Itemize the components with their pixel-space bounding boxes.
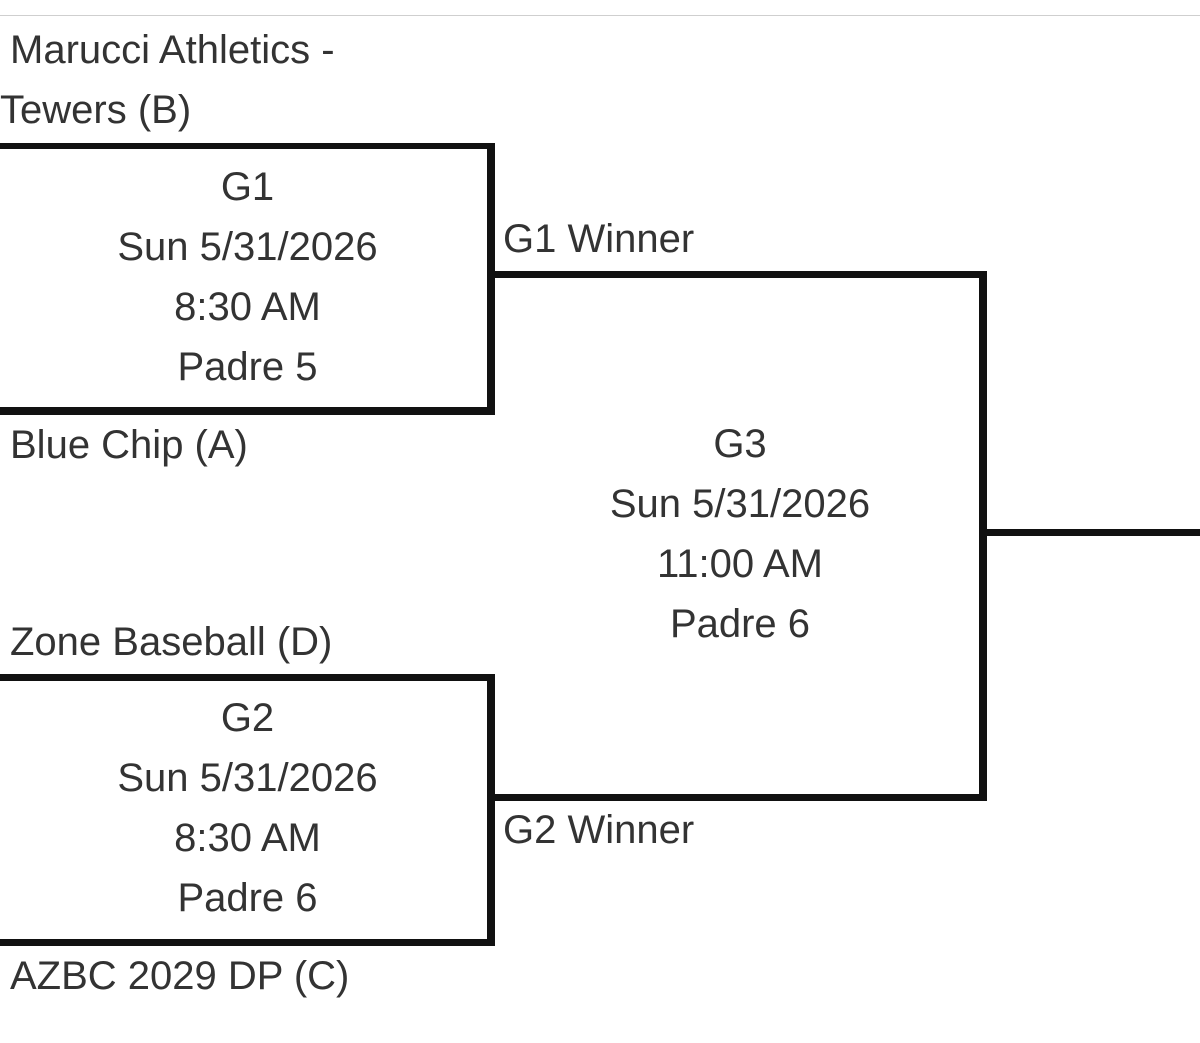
g3-game-info: G3 Sun 5/31/2026 11:00 AM Padre 6 — [540, 414, 940, 654]
g1-game-time: 8:30 AM — [174, 285, 321, 329]
g3-game-time: 11:00 AM — [656, 542, 824, 586]
team-label-d: Zone Baseball (D) — [10, 620, 333, 664]
g1-top-line — [0, 143, 495, 149]
g3-top-line — [487, 271, 987, 278]
g2-bottom-line — [0, 939, 495, 946]
team-label-b-line2: Tewers (B) — [0, 88, 192, 132]
g2-top-line — [0, 674, 495, 681]
g1-bottom-line — [0, 407, 495, 415]
team-label-a: Blue Chip (A) — [10, 423, 248, 467]
g2-game-id: G2 — [220, 696, 275, 740]
g3-game-id: G3 — [713, 422, 767, 466]
g1-right-line — [487, 143, 495, 415]
g2-game-time: 8:30 AM — [174, 816, 321, 860]
g1-game-info: G1 Sun 5/31/2026 8:30 AM Padre 5 — [40, 157, 455, 397]
g2-right-line — [487, 674, 495, 946]
g1-game-date: Sun 5/31/2026 — [117, 225, 378, 269]
g2-winner-label: G2 Winner — [503, 808, 695, 852]
team-label-b-line1: Marucci Athletics - — [10, 28, 335, 72]
g3-game-field: Padre 6 — [669, 602, 811, 646]
g2-game-info: G2 Sun 5/31/2026 8:30 AM Padre 6 — [40, 688, 455, 928]
team-label-c: AZBC 2029 DP (C) — [10, 954, 350, 998]
g2-game-field: Padre 6 — [177, 876, 318, 920]
g1-winner-label: G1 Winner — [503, 217, 695, 261]
g3-output-line — [979, 529, 1200, 536]
g3-game-date: Sun 5/31/2026 — [609, 482, 871, 526]
g1-game-field: Padre 5 — [177, 345, 318, 389]
g3-right-line — [979, 271, 987, 801]
g1-game-id: G1 — [220, 165, 275, 209]
g2-game-date: Sun 5/31/2026 — [117, 756, 378, 800]
g3-bottom-line — [487, 794, 987, 801]
top-divider — [0, 15, 1200, 16]
